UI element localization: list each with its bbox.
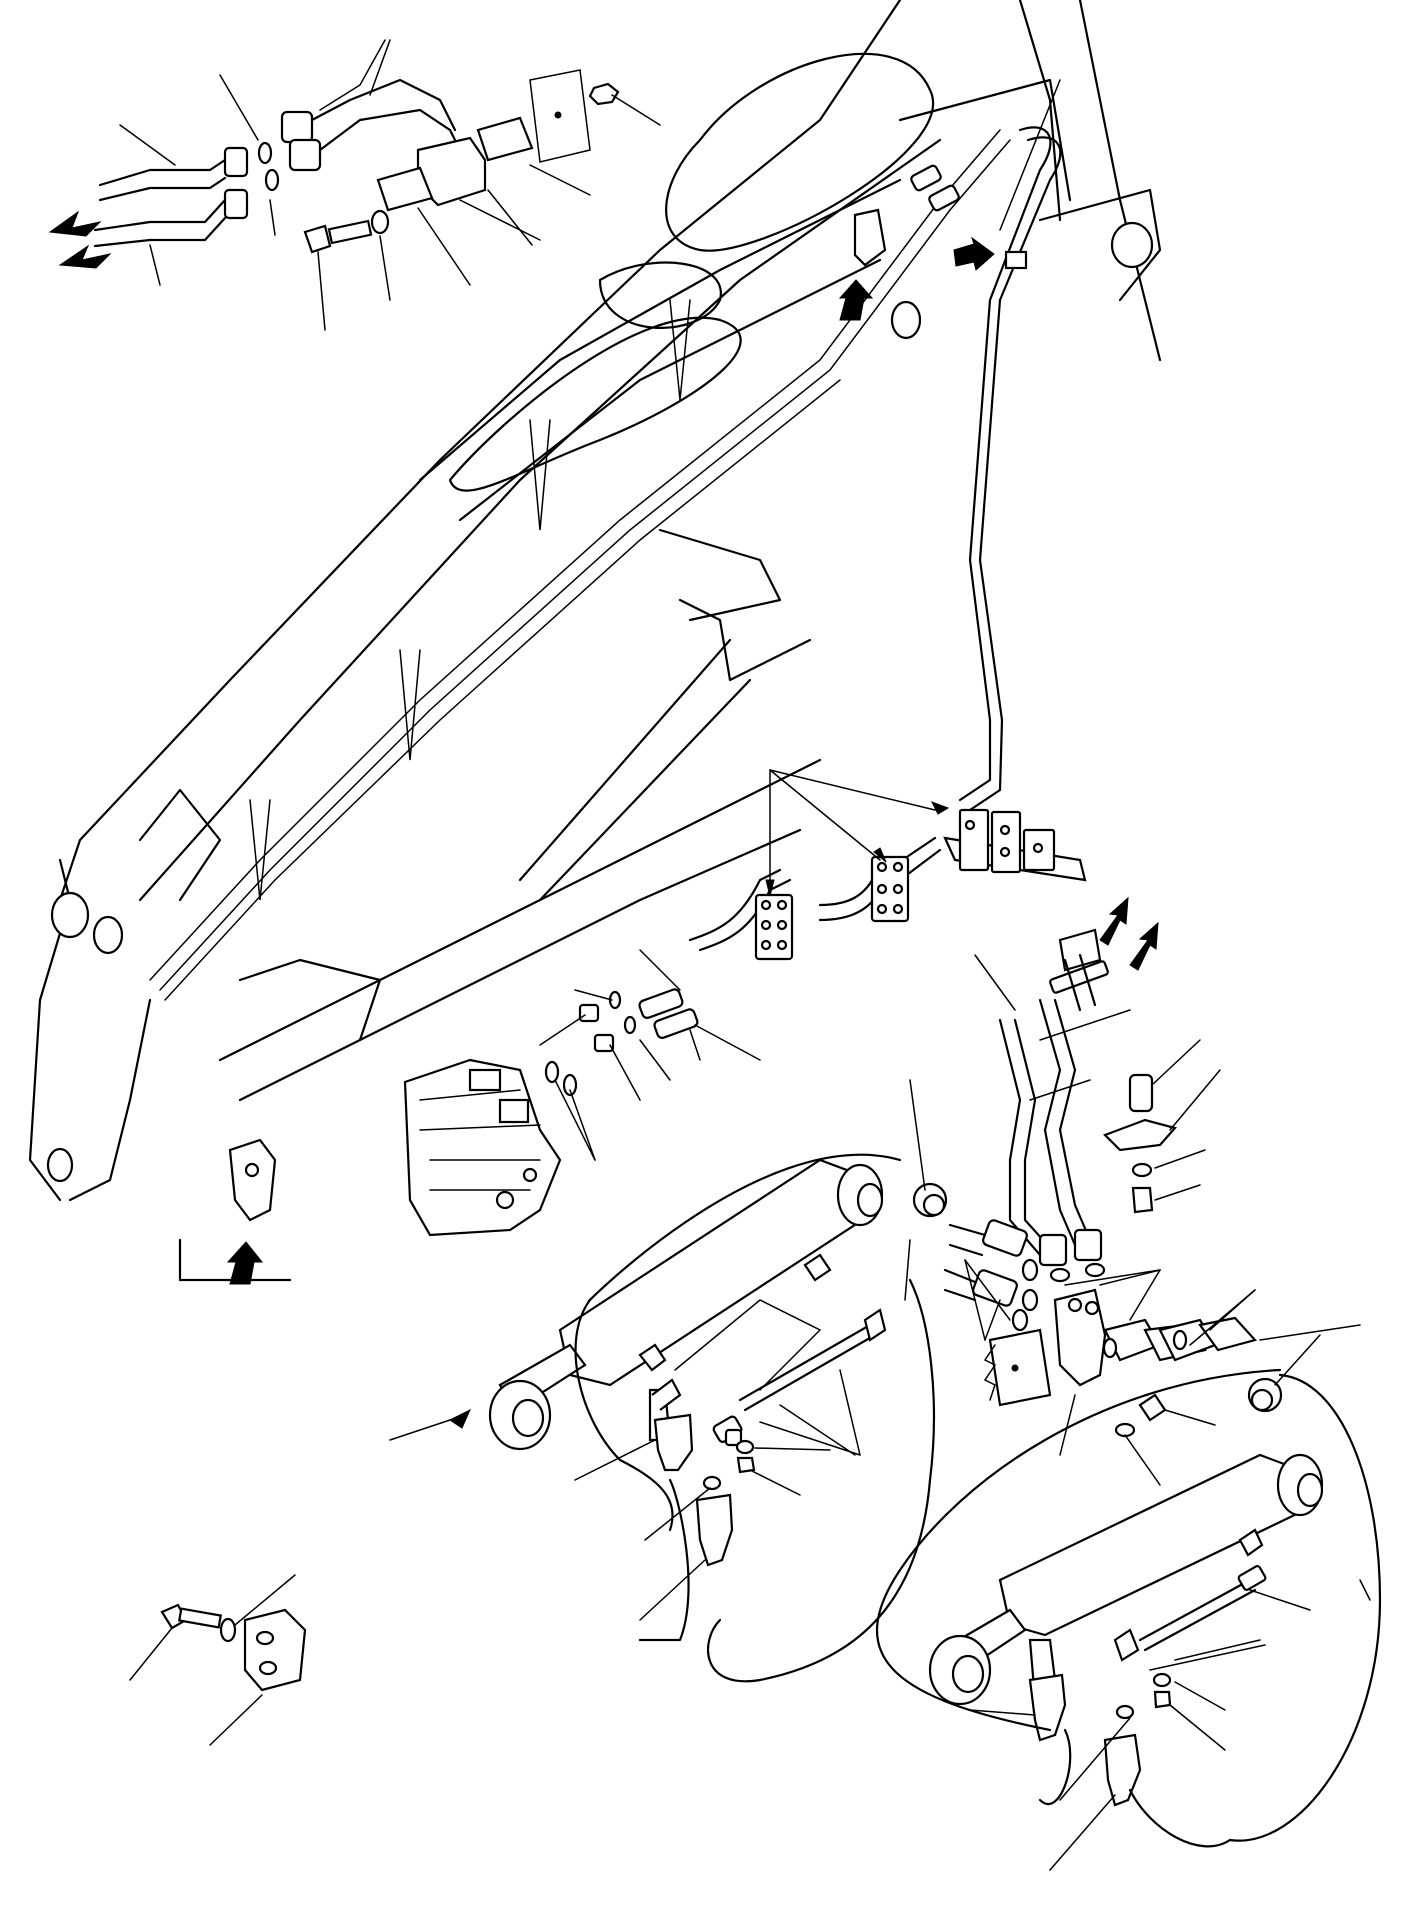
clamp-block-left <box>754 893 794 961</box>
left-cylinder <box>389 1153 936 1683</box>
pipe-lower-left <box>93 198 227 232</box>
o-ring-elbow-left <box>1049 1267 1071 1283</box>
o-ring-elbow-right <box>1084 1262 1106 1278</box>
upper-right-fittings <box>838 79 1061 321</box>
arrow-down-left-icon <box>58 244 112 269</box>
nut-top <box>588 82 620 106</box>
hose-fitting-up-b <box>928 184 960 212</box>
pipe-nut-lower <box>223 188 249 220</box>
pipe-upper-left <box>98 158 227 187</box>
clamp-block-middle <box>870 855 910 923</box>
clamp-plate-upper <box>476 116 534 162</box>
right-cylinder <box>875 1368 1382 1871</box>
control-valve <box>403 949 761 1237</box>
pivot-pin-right <box>92 915 124 955</box>
lower-left-detail <box>129 1574 307 1746</box>
right-pipes <box>909 896 1361 1486</box>
pivot-pin-left <box>50 891 90 939</box>
adapter-lower <box>593 1033 615 1053</box>
o-ring-valve-b <box>562 1073 578 1097</box>
washer-lower-left <box>219 1617 237 1643</box>
arrow-down-left-icon <box>48 210 102 237</box>
hose-fitting-up-a <box>910 164 942 192</box>
washer-top-left <box>370 209 390 235</box>
o-ring-lower <box>264 168 280 192</box>
mounting-plate <box>988 1328 1052 1407</box>
clamp-plate-lower <box>376 166 434 212</box>
top-left-fittings <box>48 39 661 331</box>
arrow-down-left-icon <box>1129 921 1159 971</box>
arrow-right-icon <box>953 236 995 271</box>
lower-pin <box>46 1147 74 1183</box>
hose-end-right-a <box>1028 1673 1067 1742</box>
bolt-head <box>303 224 332 254</box>
hose-end-right-b <box>1103 1733 1142 1807</box>
hose-end-left-a <box>653 1413 694 1472</box>
hose-end-left-b <box>695 1493 734 1567</box>
arrow-up-icon <box>838 279 874 321</box>
pipe-nut-upper <box>223 146 249 178</box>
elbow-left <box>1038 1233 1068 1267</box>
hose-clamp-upper <box>853 208 887 267</box>
bolt-shank <box>327 219 373 245</box>
hose-guide <box>1004 250 1028 270</box>
middle-clamps <box>688 769 1087 961</box>
hose-fitting-mid-a <box>638 988 684 1019</box>
arrow-right-icon <box>449 1408 472 1429</box>
arrow-up-icon <box>226 1241 264 1285</box>
o-ring-upper <box>257 141 273 165</box>
clamp-block-lower-left <box>243 1608 307 1692</box>
adapter-upper <box>578 1003 600 1023</box>
hose-fitting-mid-b <box>653 1008 699 1039</box>
o-ring-valve-a <box>544 1060 560 1084</box>
o-ring-cyl-left <box>702 1475 722 1491</box>
washer-distributor <box>1114 1422 1136 1438</box>
bolt-distributor <box>1138 1393 1167 1422</box>
boom-hoses <box>149 126 1062 1001</box>
o-ring-cyl-right <box>1115 1704 1135 1720</box>
hose-fitting-lower <box>288 138 322 172</box>
elbow-right <box>1073 1228 1103 1262</box>
hose-fitting-upper <box>280 110 314 144</box>
hose-fitting-right-b <box>972 1269 1018 1307</box>
clamp-bracket-right <box>943 808 1087 882</box>
boom-arm <box>28 0 1162 1282</box>
mid-pivot-pin <box>890 300 922 340</box>
clamp-plate-right <box>1103 1118 1178 1152</box>
hose-fitting-right-a <box>982 1219 1028 1257</box>
upper-pivot-pin <box>1110 221 1154 269</box>
lower-left-bracket <box>226 1138 277 1285</box>
spacer-tube <box>1128 1073 1154 1113</box>
arrow-down-left-icon <box>1099 896 1129 946</box>
